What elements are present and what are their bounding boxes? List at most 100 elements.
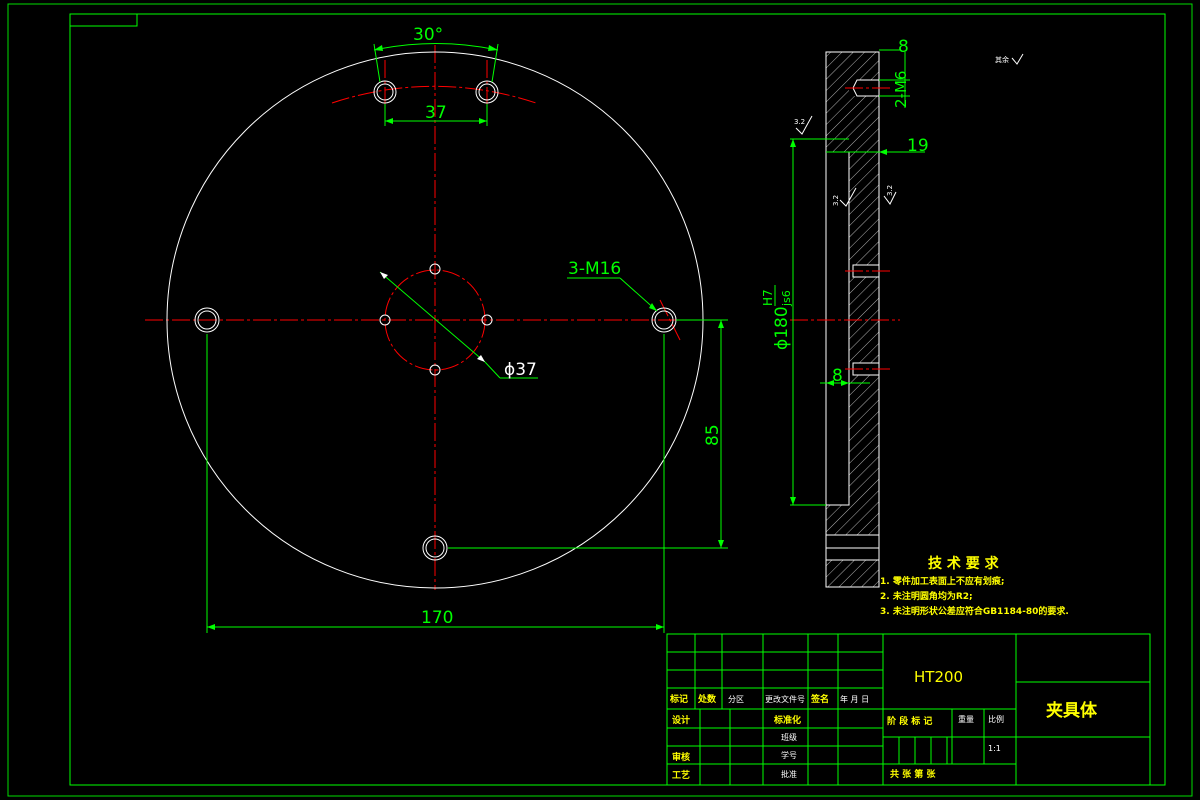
title-block-grid: [666, 633, 1151, 786]
dim-thread-text: 3-M16: [568, 259, 621, 279]
side-dim-fit-lower-text: js6: [780, 290, 793, 307]
thread-hole-mid2-cut: [849, 363, 879, 375]
tb-label-mark: 标记: [669, 693, 688, 705]
title-block: 标记 处数 分区 更改文件号 签名 年 月 日 设计 标准化 班级 学号 审核 …: [666, 633, 1151, 786]
tb-label-review: 审核: [672, 751, 690, 763]
dim37-arrow-left: [385, 118, 393, 124]
tech-req-title: 技 术 要 求: [928, 555, 1000, 572]
tb-label-sheets: 共 张 第 张: [890, 768, 936, 780]
roughness-symbol-2: [839, 187, 857, 207]
tb-label-class: 班级: [781, 732, 797, 742]
m16-holes: [194, 80, 677, 561]
corner-label-box: [69, 13, 138, 27]
dim180-arrow-bottom: [790, 497, 796, 505]
top-hole-arc-centerline: [331, 85, 537, 104]
hole-left-inner: [197, 310, 217, 330]
bolt-circle-centerline: [384, 269, 486, 371]
side-dimension-lines: [790, 49, 925, 506]
tb-label-standardize: 标准化: [773, 714, 801, 726]
side-dim-bore-depth-text: 19: [907, 136, 929, 156]
tb-label-weight: 重量: [958, 714, 974, 724]
side-dim-thread-text: 2-M6: [892, 71, 910, 108]
tb-label-change-doc: 更改文件号: [765, 694, 805, 704]
tb-label-zone: 分区: [728, 695, 744, 704]
hole-left-outer: [194, 307, 220, 333]
dim-bolt-circle-text: ϕ37: [504, 360, 537, 380]
tb-label-date: 年 月 日: [840, 694, 869, 704]
dim-hole-spacing-text: 37: [425, 103, 447, 123]
tb-label-student-id: 学号: [781, 750, 797, 760]
dim170-arrow-left: [207, 624, 215, 630]
roughness-text-3: 3.2: [886, 185, 894, 196]
phi37-leader-ext: [484, 361, 501, 379]
tech-req-item-1: 1. 零件加工表面上不应有划痕;: [880, 575, 1004, 587]
front-dimension-texts: 30° 37 3-M16 ϕ37 85 170: [413, 25, 723, 628]
hole-top-left-inner: [376, 83, 394, 101]
tb-part-name: 夹具体: [1046, 700, 1098, 721]
tb-label-approve: 批准: [781, 769, 797, 779]
corner-roughness-note: 其余: [995, 53, 1024, 65]
small-hole-right: [481, 314, 493, 326]
m16-leader-arrow: [649, 303, 657, 311]
roughness-text-2: 3.2: [832, 195, 840, 206]
front-dimension-arrows: [207, 45, 724, 630]
phi37-leader: [379, 271, 486, 363]
hole-right-inner: [654, 310, 674, 330]
dim19-arrow: [879, 149, 887, 155]
hole-top-right-outer: [475, 80, 499, 104]
hole-top-right-inner: [478, 83, 496, 101]
hole-bottom-inner: [425, 538, 445, 558]
inner-border: [69, 13, 1166, 786]
roughness-symbol-3: [883, 191, 897, 205]
section-hatch-bottom: [826, 505, 849, 535]
front-view: 30° 37 3-M16 ϕ37 85 170: [145, 25, 728, 633]
side-dim-step-text: 8: [832, 366, 843, 386]
tb-label-design: 设计: [672, 714, 690, 726]
dim37-arrow-right: [479, 118, 487, 124]
small-hole-bottom: [429, 364, 441, 376]
section-hatch-main: [849, 52, 879, 535]
side-dim-diameter-text: ϕ180: [772, 306, 792, 350]
section-hatch-top: [826, 52, 849, 152]
front-dimension-lines: [206, 43, 728, 633]
dim8-step-arrow-right: [841, 380, 849, 386]
hole-centerline-side: [659, 299, 681, 341]
dim85-arrow-top: [718, 320, 724, 328]
angle-arrow-right: [488, 45, 498, 51]
dim85-arrow-bottom: [718, 540, 724, 548]
angle-extension-left: [373, 43, 381, 83]
roughness-text-1: 3.2: [794, 118, 805, 126]
tb-scale-value: 1:1: [988, 744, 1001, 753]
technical-requirements: 技 术 要 求 1. 零件加工表面上不应有划痕; 2. 未注明圆角均为R2; 3…: [880, 555, 1069, 617]
phi37-arrow-top: [380, 272, 388, 279]
tech-req-item-2: 2. 未注明圆角均为R2;: [880, 590, 973, 602]
angle-dimension-arc: [373, 43, 499, 51]
front-dimension-arrows-white: [380, 272, 485, 362]
hole-bottom-outer: [422, 535, 448, 561]
small-hole-left: [379, 314, 391, 326]
phi37-arrow-bottom: [477, 355, 485, 362]
corner-note-text: 其余: [995, 55, 1009, 64]
side-view: 8 2-M6 19 ϕ180 H7 js6 8 3.2 3.2 3.2 其余: [761, 37, 1024, 588]
title-block-labels: 标记 处数 分区 更改文件号 签名 年 月 日 设计 标准化 班级 学号 审核 …: [669, 693, 1004, 781]
tb-label-scale: 比例: [988, 714, 1004, 724]
side-dim-fit-upper-text: H7: [761, 289, 775, 306]
side-dimension-arrows: [790, 139, 887, 505]
side-centerlines: [790, 87, 900, 370]
tb-label-sign: 签名: [810, 693, 829, 705]
dim8-step-arrow-left: [826, 380, 834, 386]
dim180-arrow-top: [790, 139, 796, 147]
corner-roughness-symbol: [1011, 53, 1024, 65]
dim-angle-text: 30°: [413, 25, 443, 45]
roughness-symbols: [795, 115, 897, 207]
roughness-symbol-1: [795, 115, 813, 135]
dim170-arrow-right: [656, 624, 664, 630]
small-hole-top: [429, 263, 441, 275]
small-holes: [379, 263, 493, 376]
hole-top-left-outer: [373, 80, 397, 104]
thread-hole-mid1-cut: [849, 265, 879, 277]
section-hatch-foot: [826, 560, 879, 587]
tech-req-item-3: 3. 未注明形状公差应符合GB1184-80的要求.: [880, 605, 1069, 617]
